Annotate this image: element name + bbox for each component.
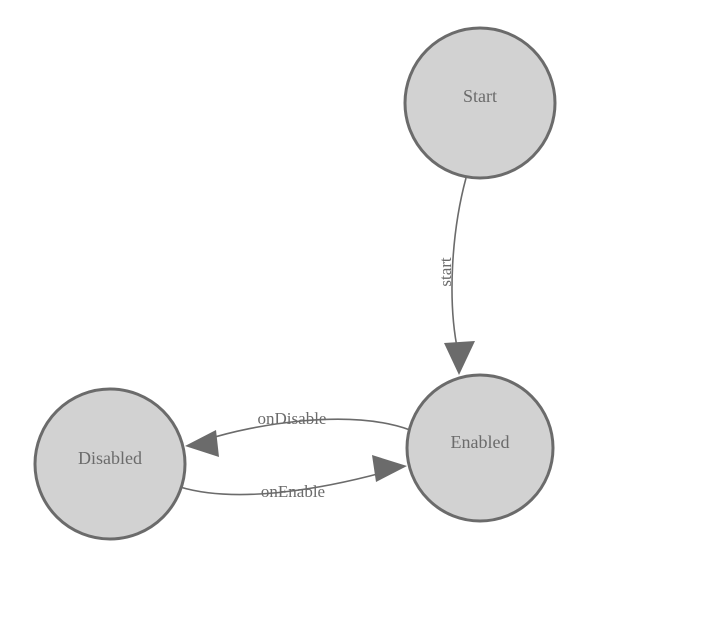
- node-start[interactable]: Start: [403, 26, 557, 180]
- node-enabled[interactable]: Enabled: [405, 373, 555, 523]
- edge-start-to-enabled-arrowhead: [444, 341, 475, 375]
- edge-disabled-to-enabled-line: [179, 471, 386, 496]
- node-disabled-circle: [33, 387, 187, 541]
- edge-enabled-to-disabled-arrowhead: [185, 430, 219, 457]
- edge-start-to-enabled[interactable]: [444, 177, 475, 375]
- edge-label-on-enable: onEnable: [261, 482, 325, 501]
- edge-disabled-to-enabled-arrowhead: [372, 455, 407, 482]
- node-enabled-label: Enabled: [451, 432, 510, 452]
- edge-label-on-disable: onDisable: [258, 409, 327, 428]
- edge-disabled-to-enabled[interactable]: [179, 455, 407, 496]
- node-start-label: Start: [463, 86, 497, 106]
- edge-label-start: start: [436, 257, 455, 287]
- edge-enabled-to-disabled[interactable]: [185, 418, 411, 457]
- node-start-circle: [403, 26, 557, 180]
- node-disabled[interactable]: Disabled: [33, 387, 187, 541]
- edge-start-to-enabled-line: [451, 177, 467, 353]
- node-disabled-label: Disabled: [78, 448, 142, 468]
- edge-enabled-to-disabled-line: [204, 418, 411, 441]
- node-enabled-circle: [405, 373, 555, 523]
